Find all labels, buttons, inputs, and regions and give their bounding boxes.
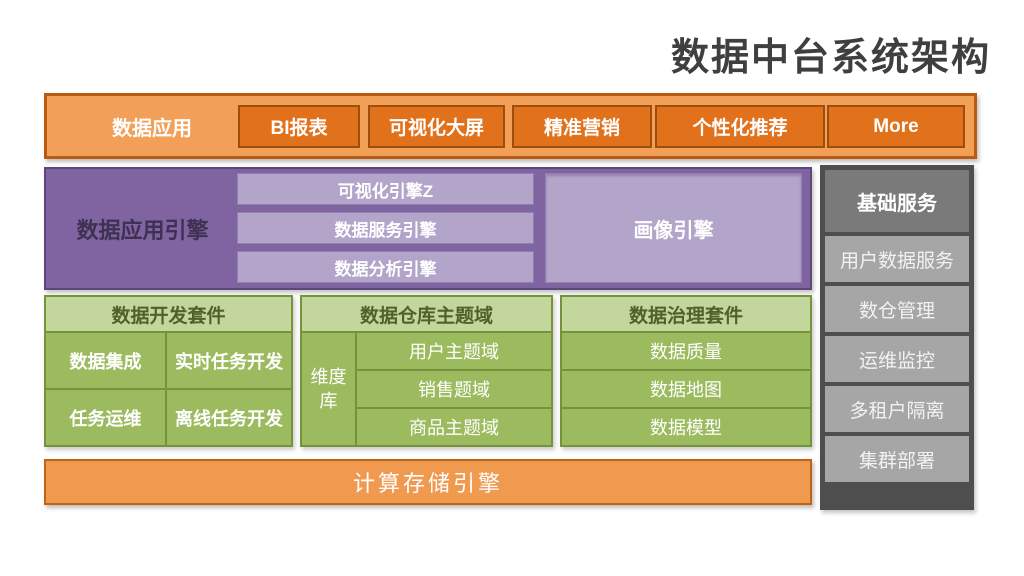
warehouse-dimension-library: 维度库 xyxy=(302,333,355,445)
service-item-warehouse-management: 数仓管理 xyxy=(825,286,969,332)
warehouse-row-product-domain: 商品主题域 xyxy=(357,409,551,445)
compute-storage-engine-label: 计算存储引擎 xyxy=(352,471,503,496)
service-item-user-data-service: 用户数据服务 xyxy=(825,236,969,282)
dev-cell-offline-task-dev: 离线任务开发 xyxy=(167,390,291,445)
governance-row-data-model: 数据模型 xyxy=(562,409,810,445)
service-item-ops-monitoring: 运维监控 xyxy=(825,336,969,382)
dev-cell-realtime-task-dev: 实时任务开发 xyxy=(167,333,291,388)
app-block-visual-screen: 可视化大屏 xyxy=(368,105,505,148)
app-block-bi-report: BI报表 xyxy=(238,105,360,148)
app-block-precision-marketing: 精准营销 xyxy=(512,105,652,148)
compute-storage-engine-bar: 计算存储引擎 xyxy=(44,459,812,505)
service-item-cluster-deployment: 集群部署 xyxy=(825,436,969,482)
data-application-engine-section: 数据应用引擎 可视化引擎Z 数据服务引擎 数据分析引擎 画像引擎 xyxy=(44,167,812,290)
data-governance-suite: 数据治理套件 数据质量 数据地图 数据模型 xyxy=(560,295,812,447)
page-title: 数据中台系统架构 xyxy=(670,37,991,79)
data-application-bar: 数据应用 BI报表 可视化大屏 精准营销 个性化推荐 More xyxy=(44,93,977,159)
engine-section-label: 数据应用引擎 xyxy=(76,217,209,243)
governance-row-data-quality: 数据质量 xyxy=(562,333,810,369)
data-application-label: 数据应用 xyxy=(112,117,192,140)
warehouse-row-user-domain: 用户主题域 xyxy=(357,333,551,369)
engine-block-data-analysis: 数据分析引擎 xyxy=(237,251,534,283)
warehouse-row-sales-domain: 销售题域 xyxy=(357,371,551,407)
dev-cell-data-integration: 数据集成 xyxy=(46,333,165,388)
engine-block-visualization: 可视化引擎Z xyxy=(237,173,534,205)
engine-block-data-service: 数据服务引擎 xyxy=(237,212,534,244)
app-block-more: More xyxy=(827,105,965,148)
service-item-multi-tenant-isolation: 多租户隔离 xyxy=(825,386,969,432)
app-block-personalized-recommendation: 个性化推荐 xyxy=(655,105,825,148)
governance-header: 数据治理套件 xyxy=(562,297,810,331)
dev-cell-task-ops: 任务运维 xyxy=(46,390,165,445)
governance-row-data-map: 数据地图 xyxy=(562,371,810,407)
engine-block-portrait: 画像引擎 xyxy=(545,173,802,283)
base-services-panel: 基础服务 用户数据服务 数仓管理 运维监控 多租户隔离 集群部署 xyxy=(820,165,974,510)
dev-suite-header: 数据开发套件 xyxy=(46,297,291,331)
data-development-suite: 数据开发套件 数据集成 实时任务开发 任务运维 离线任务开发 xyxy=(44,295,293,447)
data-warehouse-subject-domain: 数据仓库主题域 维度库 用户主题域 销售题域 商品主题域 xyxy=(300,295,553,447)
base-services-header: 基础服务 xyxy=(825,170,969,232)
warehouse-header: 数据仓库主题域 xyxy=(302,297,551,331)
